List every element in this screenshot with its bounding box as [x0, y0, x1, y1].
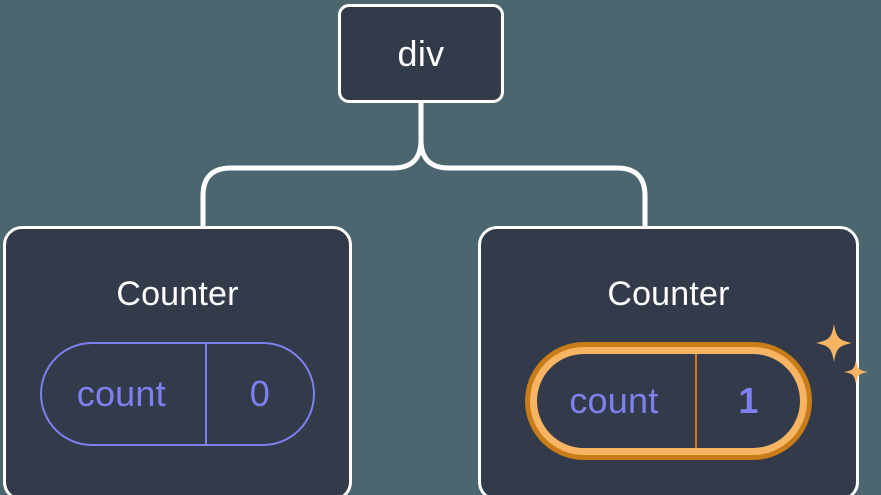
state-pill-right-highlighted[interactable]: count 1: [525, 342, 812, 460]
node-counter-left-label: Counter: [116, 275, 239, 313]
state-pill-wrapper-right: count 1: [525, 324, 868, 460]
sparkle-small-icon: [844, 360, 868, 384]
state-value-left: 0: [204, 344, 313, 444]
node-counter-right-label: Counter: [607, 275, 730, 313]
node-div[interactable]: div: [338, 4, 504, 103]
node-div-label: div: [397, 32, 445, 74]
state-value-right: 1: [694, 354, 800, 448]
node-counter-left[interactable]: Counter count 0: [3, 226, 352, 495]
state-key-right: count: [569, 380, 659, 421]
sparkle-large-icon: [816, 324, 852, 362]
node-counter-right[interactable]: Counter count 1: [478, 226, 868, 495]
sparkles-group: [816, 324, 868, 384]
state-pill-inner-ring: count 1: [530, 347, 807, 455]
state-key-left: count: [76, 373, 166, 414]
state-pill-left[interactable]: count 0: [40, 342, 315, 446]
state-pill-wrapper-left: count 0: [40, 342, 315, 446]
